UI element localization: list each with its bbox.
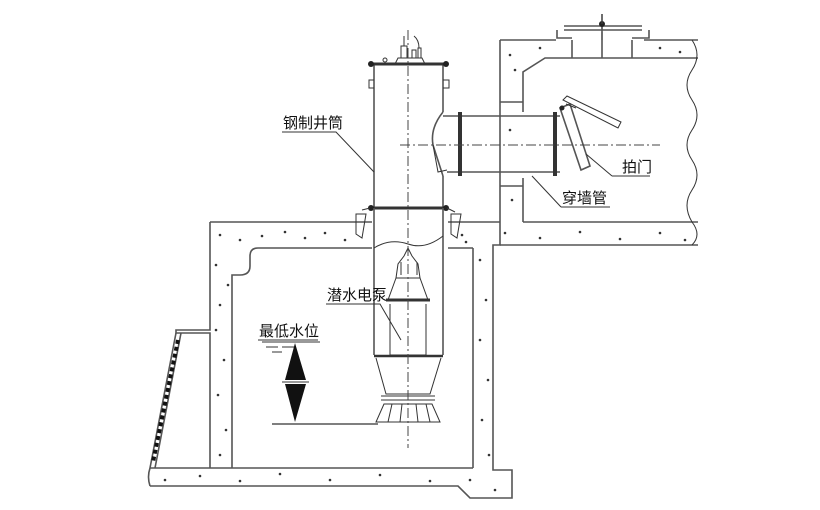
wall-pipe <box>443 112 560 176</box>
water-level-symbol <box>262 341 378 425</box>
label-minimum-water-level: 最低水位 <box>259 322 319 340</box>
pit-top-slab <box>210 221 500 249</box>
label-wall-pipe: 穿墙管 <box>562 189 607 207</box>
concrete-hatching <box>163 46 687 492</box>
outlet-chamber <box>499 39 698 246</box>
label-submersible-pump: 潜水电泵 <box>327 286 387 304</box>
pit-left-inner-wall <box>231 247 259 468</box>
leader-lines <box>258 131 650 341</box>
pit-left-outer-wall <box>175 222 211 468</box>
label-steel-well-shaft: 钢制井筒 <box>283 114 343 132</box>
pit-right-outer-wall <box>150 222 513 499</box>
flap-gate <box>558 95 622 172</box>
pit-floor-left-edge <box>147 467 151 487</box>
steel-well-shaft <box>368 35 450 211</box>
label-flap-gate: 拍门 <box>622 158 652 176</box>
pump-column <box>355 207 462 355</box>
sloped-ladder <box>149 332 182 469</box>
